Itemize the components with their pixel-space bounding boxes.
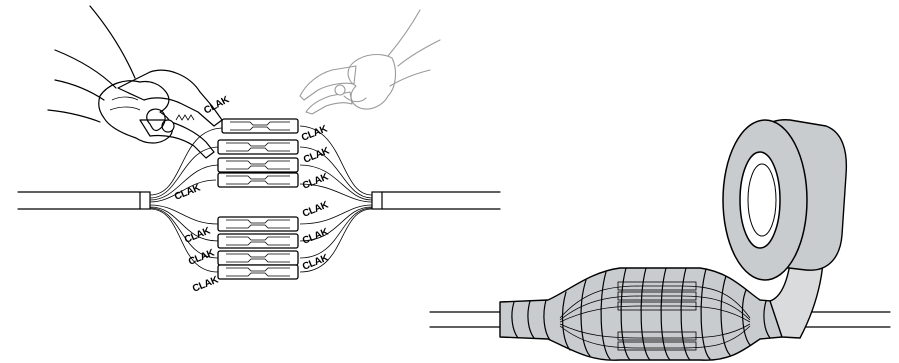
butt-connector [217,216,299,232]
clak-label: CLAK [302,145,332,166]
clak-label: CLAK [191,274,221,295]
hand-with-crimp-pliers [47,5,223,159]
butt-connector [217,250,299,266]
butt-connectors [217,118,299,280]
butt-connector [217,139,299,155]
butt-connector [221,118,299,134]
tape-roll [722,119,848,339]
cable-right [371,191,501,210]
butt-connector [217,172,299,188]
wrapped-splice-body [499,267,783,361]
ghost-pliers-outline [299,9,441,115]
clak-label: CLAK [187,247,217,268]
clak-label: CLAK [173,182,203,203]
crimp-splice-illustration: CLAK CLAK CLAK CLAK CLAK CLAK CLAK CLAK … [17,5,501,295]
tape-wrap-illustration [429,119,891,361]
cable-left [17,191,151,210]
butt-connector [217,157,299,173]
clak-label: CLAK [301,199,331,220]
clak-label: CLAK [183,225,213,246]
butt-connector [217,264,299,280]
wires-fanout-left [149,127,223,273]
visible-inner-wires [559,281,751,351]
tape-wrap-bands [511,267,771,361]
clak-label: CLAK [301,226,331,247]
wires-fanout-right [299,125,373,273]
clak-label: CLAK [301,171,331,192]
butt-connector [217,233,299,249]
